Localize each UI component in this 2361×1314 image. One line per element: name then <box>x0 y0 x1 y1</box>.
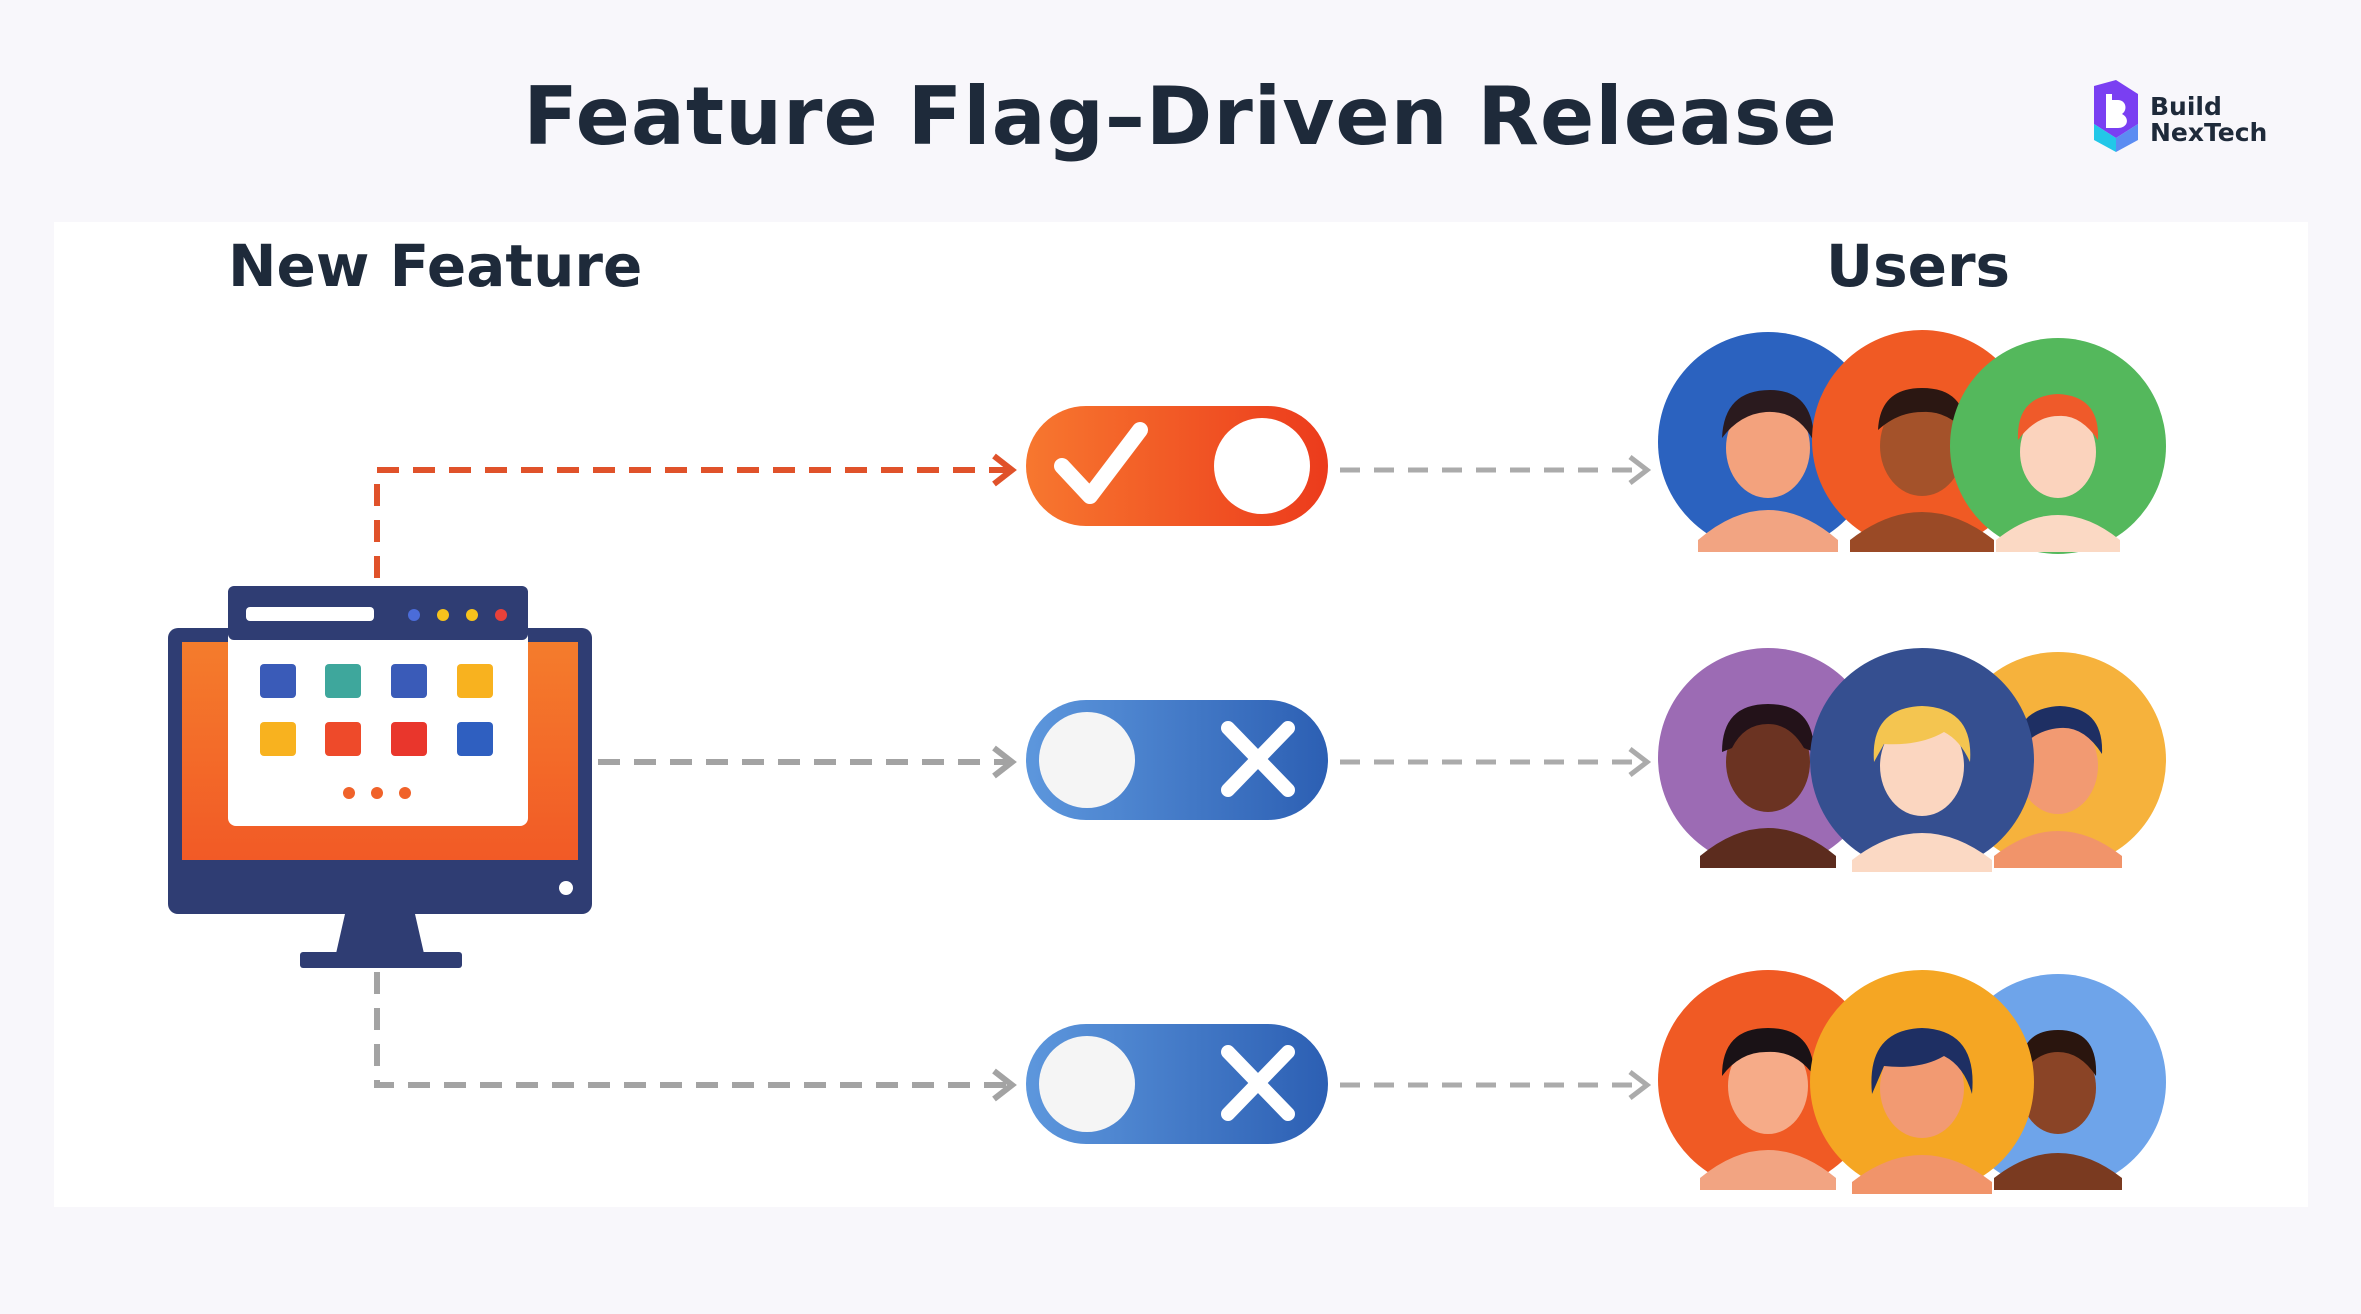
disabled-path-bottom <box>374 972 1017 1102</box>
user-path-bottom <box>1340 1070 1652 1100</box>
check-icon <box>1054 422 1148 504</box>
toggle-knob <box>1214 418 1310 514</box>
brand-name-line1: Build <box>2150 92 2222 121</box>
user-group-disabled-middle <box>1658 648 2166 872</box>
cross-icon <box>1221 721 1295 797</box>
brand-name-line2: NexTech <box>2150 118 2268 147</box>
toggle-knob <box>1039 1036 1135 1132</box>
cross-icon <box>1221 1045 1295 1121</box>
arrow-head-icon <box>1628 455 1652 485</box>
user-avatar-icon <box>1810 970 2034 1194</box>
disabled-path-middle <box>598 745 1017 779</box>
user-group-enabled <box>1658 330 2166 554</box>
arrow-head-icon <box>1628 747 1652 777</box>
user-avatar-icon <box>1658 970 1878 1190</box>
brand-logo-icon <box>2094 80 2138 152</box>
monitor-icon <box>168 586 592 968</box>
user-avatar-icon <box>1810 648 2034 872</box>
arrow-head-icon <box>992 453 1017 487</box>
new-feature-heading: New Feature <box>228 232 643 300</box>
feature-flag-toggle-on[interactable] <box>1026 406 1328 526</box>
enabled-path <box>374 453 1017 578</box>
users-heading: Users <box>1826 232 2011 300</box>
toggle-knob <box>1039 712 1135 808</box>
user-avatar-icon <box>1658 648 1878 868</box>
brand-logo: Build NexTech <box>2090 80 2270 160</box>
feature-flag-toggle-off-middle[interactable] <box>1026 700 1328 820</box>
user-path-middle <box>1340 747 1652 777</box>
user-avatar-icon <box>1658 332 1878 552</box>
brand-name: Build NexTech <box>2150 94 2267 146</box>
feature-flag-toggle-off-bottom[interactable] <box>1026 1024 1328 1144</box>
user-path-top <box>1340 455 1652 485</box>
arrow-head-icon <box>992 1068 1017 1102</box>
user-group-disabled-bottom <box>1658 970 2166 1194</box>
diagram-title: Feature Flag–Driven Release <box>523 70 1838 163</box>
arrow-head-icon <box>1628 1070 1652 1100</box>
arrow-head-icon <box>992 745 1017 779</box>
user-avatar-icon <box>1950 338 2166 554</box>
